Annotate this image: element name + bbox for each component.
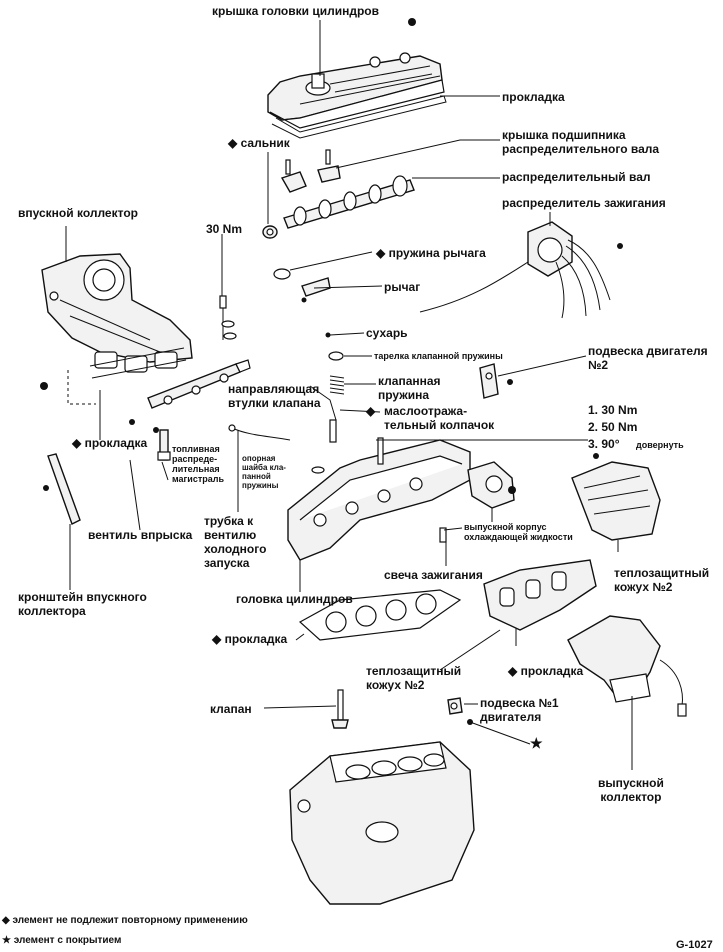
engine-hanger-2-part [479,363,513,399]
diamond-marker-icon: ◆ [376,246,386,260]
intake-gasket-part [89,347,187,379]
cover-gasket-part [271,95,447,139]
label-camshaft-bearing-cap: крышка подшипника распределительного вал… [502,128,660,156]
legend-symbol: ◆ [2,915,10,926]
label-head-gasket: ◆ прокладка [212,632,287,646]
diamond-marker-icon: ◆ [72,436,82,450]
legend-item-not-reusable: ◆ элемент не подлежит повторному примене… [2,914,248,928]
label-heat-insulator-2: теплозащитный кожух №2 [366,664,462,692]
engine-hanger-1-part [447,697,473,725]
fuel-rail-part [129,359,251,433]
diamond-marker-icon: ◆ [212,632,222,646]
diamond-marker-icon: ◆ [366,404,376,418]
label-rocker-arm: рычаг [384,280,421,294]
label-valve-stem-seal: ◆ маслоотража- тельный колпачок [366,404,495,432]
cylinder-head-cover-part [267,18,445,129]
label-cylinder-head: головка цилиндров [236,592,353,606]
legend-symbol: ★ [2,935,11,946]
label-gasket-intake: ◆ прокладка [72,436,147,450]
spark-plug-part [439,527,447,543]
label-valve-spring: клапанная пружина [378,374,441,402]
star-marker-icon: ★ [530,735,543,751]
label-oil-seal: ◆ сальник [228,136,290,150]
valve-keeper-part [325,332,331,338]
diamond-marker-icon: ◆ [508,664,518,678]
leader-lines [65,20,633,770]
label-fuel-delivery-pipe: топливная распреде- лительная магистраль [172,444,224,484]
valve-guide-part [329,419,337,443]
bolt-30nm-part [219,295,237,340]
heat-insulator-right-part [571,453,661,541]
label-cold-start-tube: трубка к вентилю холодного запуска [204,514,267,570]
legend-text: элемент не подлежит повторному применени… [12,915,248,926]
label-water-outlet: выпускной корпус охлаждающей жидкости [464,522,573,542]
label-distributor: распределитель зажигания [502,196,666,210]
legend-text: элемент с покрытием [13,935,122,946]
label-valve: клапан [210,702,252,716]
label-exhaust-gasket: ◆ прокладка [508,664,583,678]
diamond-marker-icon: ◆ [228,136,238,150]
label-torque-30: 30 Nm [206,222,243,236]
valve-stem-seal-text: маслоотража- тельный колпачок [384,404,495,432]
gasket-intake-text: прокладка [84,436,148,450]
figure-code: G-1027 [676,939,713,951]
label-torque-steps: 1. 30 Nm 2. 50 Nm 3. 90° [588,403,638,451]
cold-start-tube-part [228,424,291,441]
label-camshaft: распределительный вал [502,170,651,184]
rocker-spring-text: пружина рычага [388,246,486,260]
label-engine-hanger-2: подвеска двигателя №2 [588,344,708,372]
camshaft-part [283,175,415,229]
label-cylinder-head-cover: крышка головки цилиндров [212,4,380,18]
spring-retainer-part [328,351,344,361]
legend-item-coated: ★ элемент с покрытием [2,934,248,948]
label-heat-insulator-2-right: теплозащитный кожух №2 [614,566,710,594]
oil-seal-part [262,225,278,239]
head-gasket-text: прокладка [224,632,288,646]
label-intake-manifold: впускной коллектор [18,206,138,220]
label-valve-keeper: сухарь [366,326,408,340]
intake-stay-part [43,453,81,525]
exhaust-gasket-text: прокладка [520,664,584,678]
label-spring-seat: опорная шайба кла- панной пружины [242,454,286,490]
intake-dashed-line [67,370,96,405]
valve-part [331,689,349,729]
water-outlet-part [467,461,516,509]
distributor-part [419,221,623,319]
rocker-arm-part [301,277,331,303]
injector-part [157,429,171,461]
label-injector: вентиль впрыска [88,528,193,542]
bearing-cap-part [280,149,341,193]
label-intake-manifold-stay: кронштейн впускного коллектора [18,590,147,618]
engine-block-part [289,741,475,905]
label-exhaust-manifold: выпускной коллектор [598,776,664,804]
cylinder-head-part [287,437,471,561]
head-gasket-part [298,589,462,641]
label-valve-spring-retainer: тарелка клапанной пружины [374,351,503,361]
label-engine-hanger-1: подвеска №1 двигателя [480,696,559,724]
label-valve-guide-bushing: направляющая втулки клапана [228,382,321,410]
heat-insulator-exhaust-part [483,559,597,631]
label-tighten-more: довернуть [636,440,684,450]
oil-seal-text: сальник [240,136,290,150]
valve-spring-part [329,375,345,395]
spring-seat-part [311,466,325,474]
label-rocker-spring: ◆ пружина рычага [376,246,486,260]
label-cover-gasket: прокладка [502,90,565,104]
rocker-spring-part [273,268,291,280]
exhaust-manifold-part [567,615,687,717]
legend: ◆ элемент не подлежит повторному примене… [2,914,248,948]
label-spark-plug: свеча зажигания [384,568,483,582]
intake-manifold-part [40,253,193,390]
